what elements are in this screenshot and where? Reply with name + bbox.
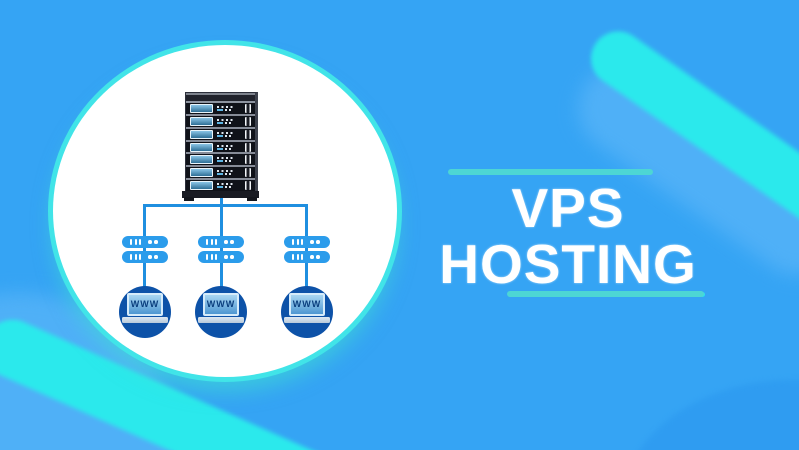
vps-server-icon-3 bbox=[284, 236, 330, 263]
rack-unit-leds bbox=[217, 131, 236, 137]
www-label: WWW bbox=[130, 299, 160, 309]
rack-unit-leds bbox=[217, 183, 236, 189]
rack-unit-leds bbox=[217, 118, 236, 124]
rack-unit-leds bbox=[217, 144, 236, 150]
www-laptop-icon-2: WWW bbox=[195, 286, 247, 338]
rack-unit-screen bbox=[190, 142, 213, 152]
rack-unit bbox=[186, 103, 255, 116]
server-bar bbox=[122, 236, 168, 248]
www-laptop-icon-3: WWW bbox=[281, 286, 333, 338]
rack-unit-screen bbox=[190, 168, 213, 178]
title-line1: VPS bbox=[511, 177, 625, 239]
rack-top-cap bbox=[186, 93, 255, 103]
server-bar bbox=[284, 236, 330, 248]
rack-unit-slot bbox=[245, 155, 251, 165]
laptop-screen: WWW bbox=[203, 293, 239, 316]
rack-unit bbox=[186, 167, 255, 181]
rack-unit-screen bbox=[190, 103, 213, 113]
server-bar bbox=[198, 251, 244, 263]
title-accent-line-bottom bbox=[507, 291, 704, 297]
server-bar bbox=[284, 251, 330, 263]
bottom-right-blue-blob bbox=[622, 380, 799, 450]
server-bar bbox=[198, 236, 244, 248]
rack-unit-leds bbox=[217, 157, 236, 163]
server-rack-units bbox=[186, 103, 255, 192]
server-rack-icon bbox=[182, 92, 259, 201]
www-laptop-icon-1: WWW bbox=[119, 286, 171, 338]
rack-base bbox=[182, 191, 259, 198]
rack-unit-screen bbox=[190, 181, 213, 191]
laptop-screen: WWW bbox=[289, 293, 325, 316]
rack-unit-slot bbox=[245, 129, 251, 139]
rack-unit-screen bbox=[190, 129, 213, 139]
rack-unit-slot bbox=[245, 103, 251, 113]
laptop-screen: WWW bbox=[127, 293, 163, 316]
rack-unit bbox=[186, 141, 255, 155]
rack-unit-slot bbox=[245, 116, 251, 126]
vps-server-icon-2 bbox=[198, 236, 244, 263]
www-label: WWW bbox=[206, 299, 236, 309]
server-bar bbox=[122, 251, 168, 263]
connector-bus bbox=[144, 204, 307, 207]
rack-unit-leds bbox=[217, 170, 236, 176]
laptop-base bbox=[284, 317, 330, 323]
rack-unit bbox=[186, 115, 255, 129]
rack-unit bbox=[186, 154, 255, 168]
rack-unit-screen bbox=[190, 155, 213, 165]
rack-unit-slot bbox=[245, 181, 251, 191]
vps-server-icon-1 bbox=[122, 236, 168, 263]
rack-foot-right bbox=[247, 197, 257, 201]
laptop-base bbox=[198, 317, 244, 323]
rack-unit-slot bbox=[245, 168, 251, 178]
rack-unit bbox=[186, 180, 255, 192]
page-title: VPS HOSTING bbox=[418, 180, 718, 292]
rack-unit-leds bbox=[217, 105, 236, 111]
laptop-base bbox=[122, 317, 168, 323]
title-line2: HOSTING bbox=[439, 233, 697, 295]
rack-unit-screen bbox=[190, 116, 213, 126]
title-accent-line-top bbox=[448, 169, 653, 175]
connector-rack-down bbox=[220, 192, 223, 206]
www-label: WWW bbox=[292, 299, 322, 309]
rack-foot-left bbox=[184, 197, 194, 201]
rack-unit bbox=[186, 128, 255, 142]
rack-unit-slot bbox=[245, 142, 251, 152]
